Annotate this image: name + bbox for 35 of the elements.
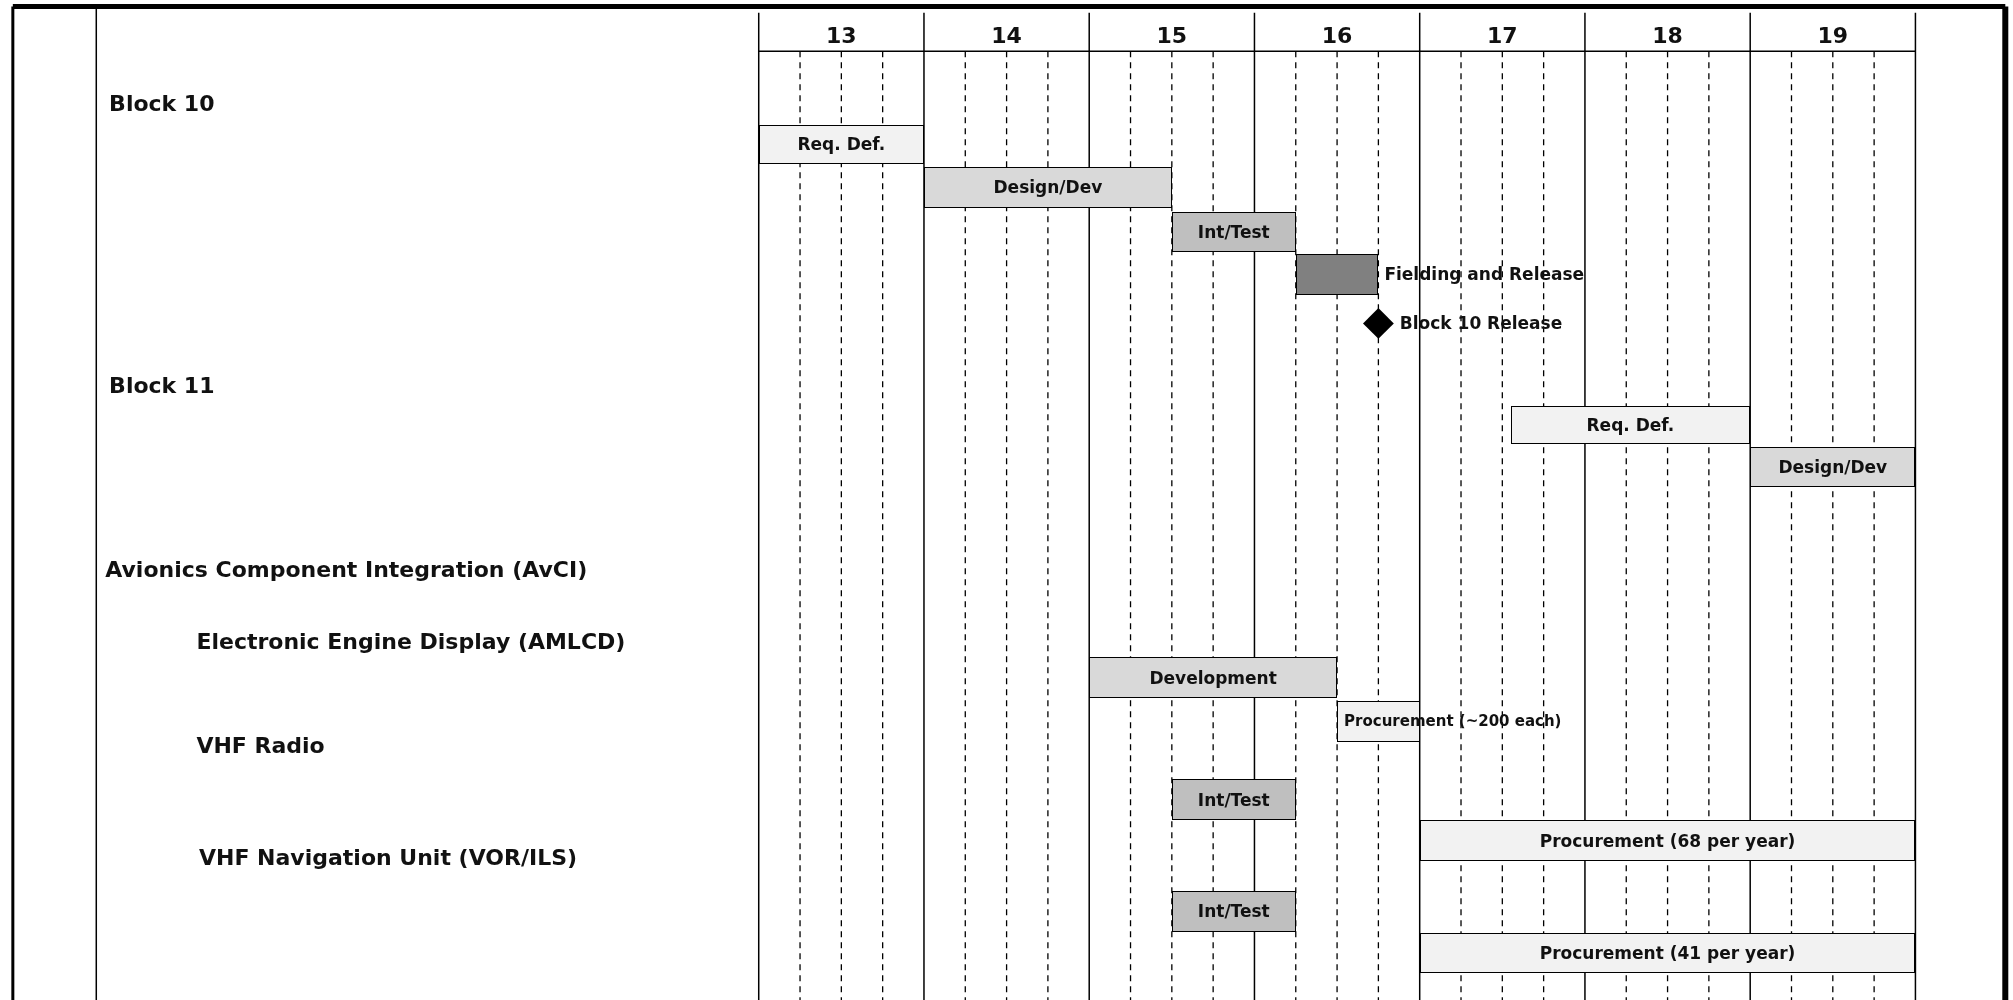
task-label: Procurement (41 per year) xyxy=(1539,943,1796,964)
year-header: 16 xyxy=(1320,22,1354,48)
year-header: 14 xyxy=(990,22,1023,48)
task-bar xyxy=(1419,933,1916,974)
year-header: 13 xyxy=(825,22,858,48)
row-label: VHF Navigation Unit (VOR/ILS) xyxy=(199,844,578,870)
row-label: VHF Radio xyxy=(196,732,325,758)
task-bar xyxy=(1089,657,1338,699)
task-bar xyxy=(1510,405,1751,445)
year-header: 15 xyxy=(1155,22,1189,48)
task-bar xyxy=(1171,890,1296,933)
task-label: Development xyxy=(1149,667,1277,688)
task-bar xyxy=(1419,820,1916,862)
section-label: Block 11 xyxy=(109,373,215,399)
task-bar xyxy=(1171,779,1296,821)
task-label: Req. Def. xyxy=(1586,414,1675,435)
task-label: Req. Def. xyxy=(797,134,886,155)
task-label: Design/Dev xyxy=(1778,456,1888,477)
task-bar xyxy=(1750,446,1916,487)
task-label: Int/Test xyxy=(1197,901,1270,922)
year-header: 19 xyxy=(1816,22,1850,48)
task-label: Procurement (68 per year) xyxy=(1539,830,1796,851)
task-bar xyxy=(923,166,1172,208)
task-bar xyxy=(1295,254,1379,296)
task-bar xyxy=(1171,211,1296,252)
task-label: Int/Test xyxy=(1197,221,1270,242)
year-header: 18 xyxy=(1651,22,1684,48)
row-label: Electronic Engine Display (AMLCD) xyxy=(196,628,626,654)
milestone-diamond xyxy=(1362,308,1394,339)
task-label: Int/Test xyxy=(1197,789,1270,810)
year-header: 17 xyxy=(1486,22,1519,48)
section-label: Avionics Component Integration (AvCI) xyxy=(105,557,588,582)
section-label: Block 10 xyxy=(109,91,215,116)
task-bar xyxy=(758,124,924,165)
task-label: Design/Dev xyxy=(993,177,1103,198)
